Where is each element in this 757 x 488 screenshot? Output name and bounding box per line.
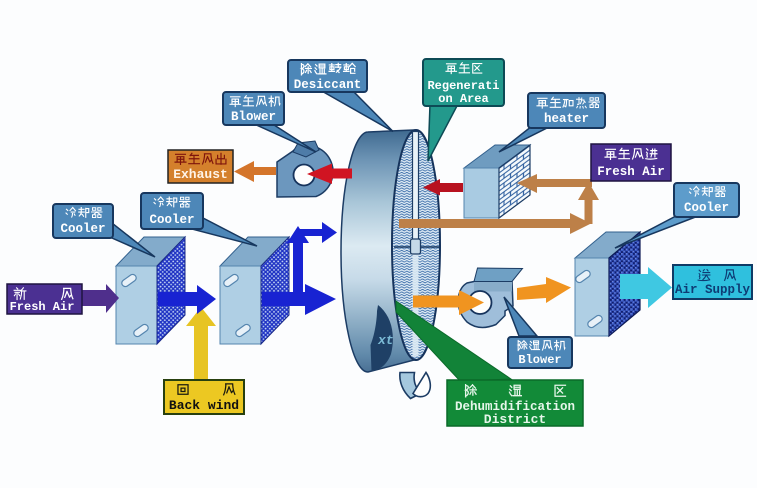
svg-text:Air Supply: Air Supply — [675, 283, 751, 297]
svg-text:Dehumidification: Dehumidification — [455, 400, 575, 414]
svg-text:Exhaust: Exhaust — [173, 167, 228, 182]
svg-text:Back wind: Back wind — [169, 398, 239, 413]
svg-text:Cooler: Cooler — [149, 213, 194, 227]
svg-text:Fresh Air: Fresh Air — [10, 300, 75, 314]
svg-text:heater: heater — [544, 112, 589, 126]
svg-text:Desiccant: Desiccant — [294, 78, 362, 92]
svg-text:Regenerati: Regenerati — [427, 79, 499, 93]
svg-text:District: District — [484, 412, 546, 427]
svg-text:Cooler: Cooler — [60, 222, 105, 236]
svg-text:on Area: on Area — [438, 92, 488, 106]
svg-text:Cooler: Cooler — [684, 201, 729, 215]
svg-text:xt: xt — [377, 333, 394, 348]
svg-text:Fresh Air: Fresh Air — [597, 165, 665, 179]
svg-text:Blower: Blower — [231, 110, 276, 124]
svg-text:Blower: Blower — [518, 353, 561, 367]
